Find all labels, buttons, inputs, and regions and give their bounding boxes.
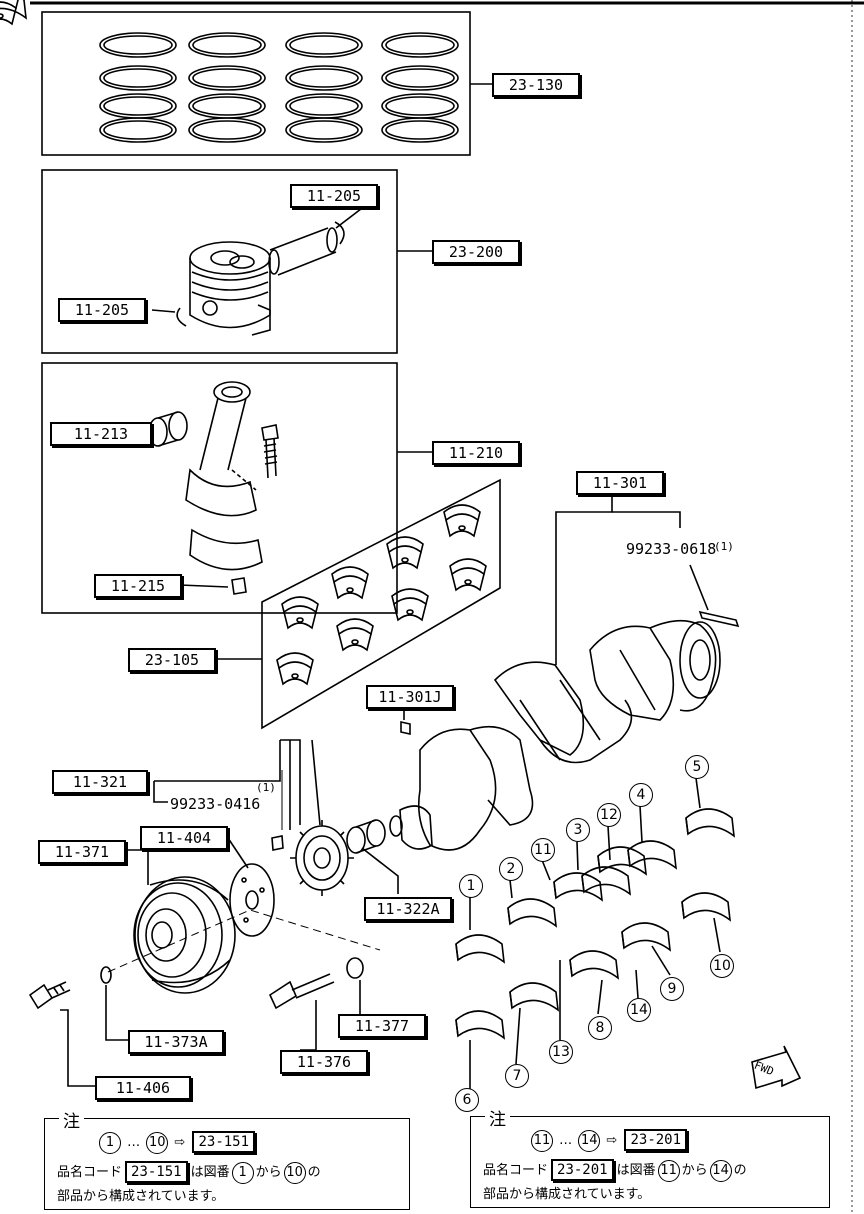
label-11-205-top: 11-205 xyxy=(290,184,378,208)
label-11-377: 11-377 xyxy=(338,1014,426,1038)
bolt-376 xyxy=(268,973,335,1010)
bearing-number-4: 4 xyxy=(629,783,653,807)
crank-bearings xyxy=(0,0,487,685)
note-left-line3: 部品から構成されています。 xyxy=(57,1189,225,1204)
pin-crank-qty: (1) xyxy=(714,540,734,553)
pin-crank-number: 99233-0618 xyxy=(626,540,717,558)
note-right-line1: 11 … 14 ⇨ 23-201 xyxy=(529,1129,690,1152)
bearing-number-2: 2 xyxy=(499,857,523,881)
pulley-bolt xyxy=(28,981,71,1010)
pin-clip-top xyxy=(334,221,345,245)
label-11-376: 11-376 xyxy=(280,1050,368,1074)
label-11-301j: 11-301J xyxy=(366,685,454,709)
fwd-arrow xyxy=(751,1045,802,1090)
pin-clip-left xyxy=(176,307,187,327)
bearing-number-8: 8 xyxy=(588,1016,612,1040)
label-11-215: 11-215 xyxy=(94,574,182,598)
crank-pin-dowel xyxy=(698,610,740,628)
note-left-line1: 1 … 10 ⇨ 23-151 xyxy=(97,1131,258,1154)
bearing-number-13: 13 xyxy=(549,1040,573,1064)
label-11-373a: 11-373A xyxy=(128,1030,224,1054)
bearing-number-9: 9 xyxy=(660,977,684,1001)
crank-pulley xyxy=(133,876,236,994)
crank-key xyxy=(400,721,411,735)
bearing-number-14: 14 xyxy=(627,998,651,1022)
note-left-title: 注 xyxy=(59,1107,84,1132)
washer-373a xyxy=(100,966,112,984)
label-11-404: 11-404 xyxy=(140,826,228,850)
bearing-number-5: 5 xyxy=(685,755,709,779)
note-left-code: 23-151 xyxy=(192,1131,256,1153)
main-bearing-halves xyxy=(0,0,735,1039)
conrod-bolt xyxy=(261,424,279,479)
piston-rings xyxy=(99,32,459,143)
conrod-nut xyxy=(231,577,247,595)
conrod-bushing xyxy=(148,411,188,447)
bearing-number-11: 11 xyxy=(531,838,555,862)
bearing-number-7: 7 xyxy=(505,1064,529,1088)
label-11-210: 11-210 xyxy=(432,441,520,465)
bearing-number-3: 3 xyxy=(566,818,590,842)
crankshaft xyxy=(389,619,721,851)
piston-box xyxy=(41,169,398,354)
label-11-406: 11-406 xyxy=(95,1076,191,1100)
label-23-130: 23-130 xyxy=(492,73,580,97)
label-23-105: 23-105 xyxy=(128,648,216,672)
bearing-number-10: 10 xyxy=(710,954,734,978)
connecting-rod xyxy=(185,381,263,571)
bearing-number-12: 12 xyxy=(597,803,621,827)
label-23-200: 23-200 xyxy=(432,240,520,264)
timing-gear xyxy=(290,820,354,896)
spacer xyxy=(346,819,386,854)
gear-pin xyxy=(271,835,284,851)
note-right-code: 23-201 xyxy=(624,1129,688,1151)
label-11-205-left: 11-205 xyxy=(58,298,146,322)
note-right-title: 注 xyxy=(485,1105,510,1130)
pin-gear-number: 99233-0416 xyxy=(170,795,261,813)
label-11-321: 11-321 xyxy=(52,770,148,794)
washer-377 xyxy=(346,957,364,979)
pin-gear-qty: (1) xyxy=(256,781,276,794)
piston xyxy=(189,241,271,336)
label-11-371: 11-371 xyxy=(38,840,126,864)
bearing-number-1: 1 xyxy=(459,874,483,898)
conrod-box xyxy=(41,362,398,614)
bearing-box xyxy=(261,478,501,730)
label-11-213: 11-213 xyxy=(50,422,152,446)
bearing-number-6: 6 xyxy=(455,1088,479,1112)
label-11-301: 11-301 xyxy=(576,471,664,495)
timing-plate xyxy=(229,863,275,937)
label-11-322a: 11-322A xyxy=(364,897,452,921)
note-right-line3: 部品から構成されています。 xyxy=(483,1187,651,1202)
piston-pin xyxy=(268,227,338,276)
